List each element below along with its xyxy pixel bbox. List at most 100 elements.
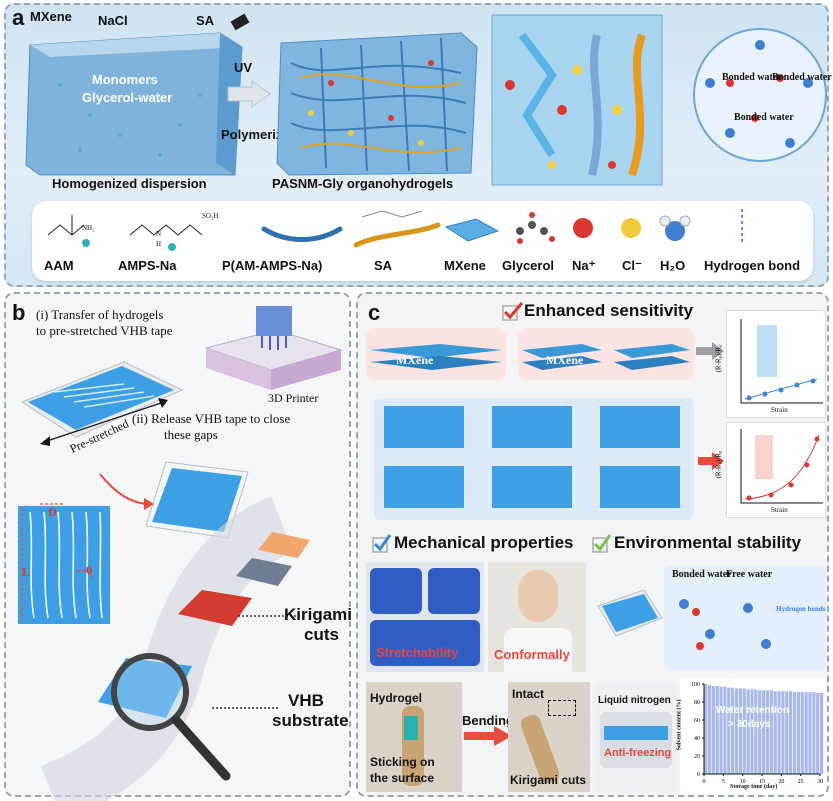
aam-structure-icon xyxy=(47,215,90,247)
chart-bar xyxy=(746,689,750,774)
water-molecule-icon xyxy=(659,215,691,241)
kirigami-cuts-label: Kirigami cuts xyxy=(510,773,587,787)
legend-hydrogen-bond: Hydrogen bond xyxy=(704,258,801,273)
sa-chain-icon xyxy=(353,210,441,248)
dim-l: L xyxy=(22,565,31,579)
chart-xtick-label: 0 xyxy=(703,779,706,785)
monomers-label: Monomers xyxy=(92,72,158,87)
sticking-line1: Sticking on xyxy=(370,755,435,769)
chart-bar xyxy=(769,690,773,774)
sheet-4 xyxy=(384,466,464,508)
prestretched-tape-illustration xyxy=(20,361,184,446)
sheet-1 xyxy=(384,406,464,448)
stretchability-photo: Stretchability xyxy=(366,562,484,672)
nacl-label: NaCl xyxy=(98,13,128,28)
chart-bar xyxy=(777,691,781,774)
nonlinear-response-plot: (R-R₀)/R₀ Strain xyxy=(714,422,826,518)
dim-d: D xyxy=(48,505,57,519)
hand-photo-straight: Hydrogel Sticking on the surface xyxy=(366,682,462,792)
chart-bar xyxy=(754,689,758,774)
chart-xtick-label: 30 xyxy=(817,779,823,785)
network-cube-illustration xyxy=(276,32,478,176)
polymer-chain-icon xyxy=(261,226,343,242)
chart-ytick-label: 40 xyxy=(694,736,700,742)
conformally-label: Conformally xyxy=(494,647,570,662)
bonded-water-label-3: Bonded water xyxy=(734,112,794,123)
legend-na: Na⁺ xyxy=(572,258,596,273)
homogenized-dispersion-label: Homogenized dispersion xyxy=(52,176,207,191)
vhb-substrate-illustration xyxy=(40,496,310,801)
na-ion-icon xyxy=(573,218,593,238)
legend-glycerol: Glycerol xyxy=(502,258,555,273)
environmental-check-icon xyxy=(592,534,612,553)
chart-bar xyxy=(719,686,723,774)
mannequin-shirt xyxy=(504,628,572,672)
chart-bar xyxy=(820,693,824,774)
homogenized-cube-illustration xyxy=(25,32,243,176)
chart-ytick-label: 80 xyxy=(694,700,700,706)
bonded-water-c-label: Bonded water xyxy=(672,569,732,580)
chart-annotation-line1: Water retention xyxy=(716,705,789,716)
mannequin-head xyxy=(518,570,558,622)
uv-label: UV xyxy=(234,60,253,75)
chart-bar xyxy=(750,689,754,774)
chart-ytick-label: 60 xyxy=(694,718,700,724)
liquid-nitrogen-label: Liquid nitrogen xyxy=(598,695,671,706)
molecular-detail-illustration xyxy=(491,14,663,186)
nitrogen-container xyxy=(600,712,672,768)
panel-b: b (i) Transfer of hydrogels to pre-stret… xyxy=(4,292,353,801)
legend-amps-na: AMPS-Na xyxy=(118,258,177,273)
chart-xtick-label: 20 xyxy=(778,779,784,785)
hydrogel-label: Hydrogel xyxy=(370,691,423,705)
frozen-sample xyxy=(604,726,668,740)
legend-strip: NH₂ H N SO₃H AAM AMPS-Na P xyxy=(32,201,813,281)
sheet-2 xyxy=(492,406,572,448)
amps-so3h-text: SO₃H xyxy=(202,212,219,220)
panel-b-label: b xyxy=(12,300,26,325)
kirigami-sample-illustration xyxy=(597,589,663,637)
chart-bar xyxy=(812,692,816,774)
chart-bar xyxy=(734,688,739,774)
linear-ylabel: (R-R₀)/R₀ xyxy=(714,344,723,373)
nonlinear-xlabel: Strain xyxy=(771,506,788,514)
dim-theta: θ xyxy=(86,563,93,577)
chart-bar xyxy=(715,685,719,774)
legend-cl: Cl⁻ xyxy=(622,258,642,273)
enhanced-sensitivity-title: Enhanced sensitivity xyxy=(524,301,694,320)
hydrogen-bonds-label: Hydrogen bonds xyxy=(776,605,826,613)
mxene-right-label: MXene xyxy=(546,353,584,367)
bonded-water-label-1: Bonded water xyxy=(722,72,782,83)
hydrogen-bond-icon xyxy=(741,209,743,245)
chart-ytick-label: 20 xyxy=(694,754,700,760)
chart-bar xyxy=(711,685,715,774)
linear-response-plot: (R-R₀)/R₀ Strain xyxy=(714,310,826,418)
mxene-sheet-icon xyxy=(444,218,500,242)
legend-polymer: P(AM-AMPS-Na) xyxy=(222,258,323,273)
released-sheet-illustration xyxy=(145,461,249,539)
mxene-layers-right-icon xyxy=(522,344,690,370)
water-molecules-icon xyxy=(679,599,771,650)
sheet-5 xyxy=(492,466,572,508)
glycerol-molecule-icon xyxy=(516,212,555,244)
sheet-6 xyxy=(600,466,680,508)
chart-bar xyxy=(723,686,727,774)
kirigami-detail-illustration xyxy=(18,503,110,624)
chart-bar xyxy=(742,688,746,774)
liquid-nitrogen-photo: Liquid nitrogen Anti-freezing xyxy=(594,682,678,792)
conformally-photo: Conformally xyxy=(488,562,586,672)
chart-bar xyxy=(731,687,735,774)
kirigami-strain-grid xyxy=(374,398,694,520)
printer-label: 3D Printer xyxy=(268,391,319,405)
sa-label: SA xyxy=(196,13,215,28)
process-arrow-icon xyxy=(227,80,271,108)
kirigami-label-line1: Kirigami xyxy=(284,605,353,624)
legend-h2o: H₂O xyxy=(660,258,686,273)
mechanical-check-icon xyxy=(372,534,392,553)
chart-bar xyxy=(727,687,731,774)
red-arrow-icon xyxy=(698,452,724,470)
bonded-water-label-2: Bonded water xyxy=(772,72,832,83)
nonlinear-curve-graphic xyxy=(740,429,823,504)
mxene-left-label: MXene xyxy=(396,353,434,367)
environmental-title: Environmental stability xyxy=(614,533,802,552)
